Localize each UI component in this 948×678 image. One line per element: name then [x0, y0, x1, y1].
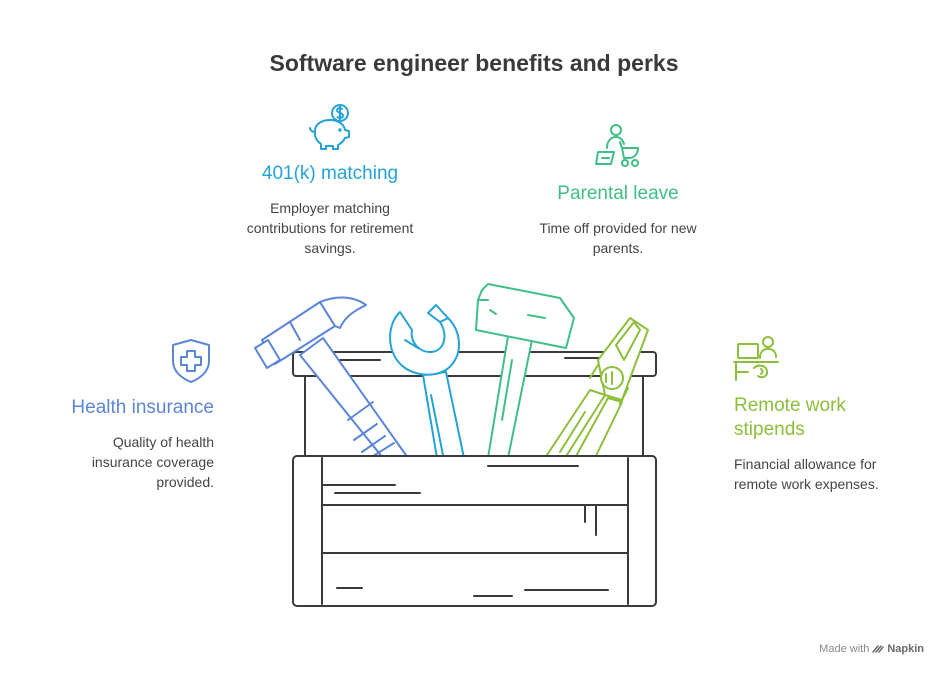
page-title: Software engineer benefits and perks	[269, 50, 679, 76]
credit-brand: Napkin	[887, 643, 924, 655]
parental-leave-description: Time off provided for new parents.	[539, 220, 697, 256]
piggy-bank-icon	[309, 104, 350, 150]
retirement-matching-heading: 401(k) matching	[261, 163, 399, 184]
remote-worker-icon	[733, 336, 779, 381]
remote-work-stipends-description: Financial allowance for remote work expe…	[734, 456, 879, 492]
health-insurance-description: Quality of health insurance coverage pro…	[91, 434, 214, 490]
made-with-napkin-credit: Made with Napkin	[819, 643, 924, 655]
remote-work-stipends-heading: Remote work stipends	[734, 395, 846, 440]
parental-leave-heading: Parental leave	[557, 183, 679, 204]
wrench-icon	[389, 304, 465, 459]
parent-stroller-icon	[595, 124, 639, 167]
shield-plus-icon	[172, 339, 210, 383]
toolbox-front	[292, 455, 657, 607]
napkin-logo-icon	[872, 645, 885, 653]
retirement-matching-description: Employer matching contributions for reti…	[246, 200, 414, 256]
health-insurance-heading: Health insurance	[71, 397, 214, 418]
hammer-icon	[254, 296, 409, 459]
credit-prefix: Made with	[819, 643, 870, 655]
toolbox-back	[292, 351, 657, 457]
sledgehammer-icon	[475, 283, 575, 459]
